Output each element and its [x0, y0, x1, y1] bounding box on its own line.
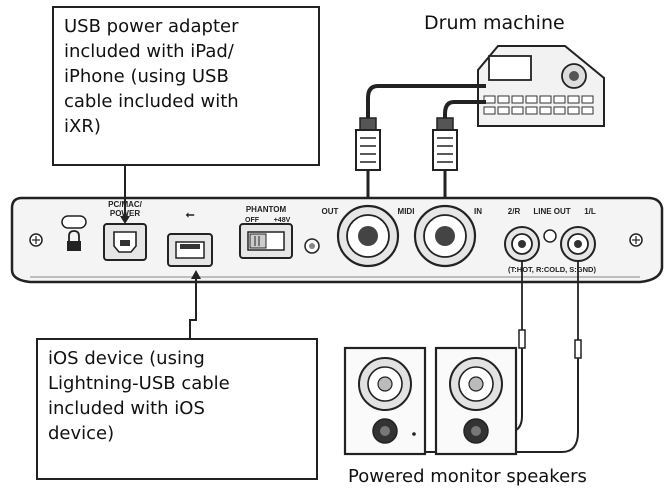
- ios-device-callout-line: iOS device (using: [48, 348, 205, 369]
- panel-label-1l: 1/L: [584, 207, 596, 216]
- usb-power-callout-line: iPhone (using USB: [64, 66, 229, 87]
- panel-label-out: OUT: [322, 207, 339, 216]
- panel-label-2r: 2/R: [508, 207, 521, 216]
- security-slot: [61, 215, 87, 229]
- usb-power-callout-line: cable included with: [64, 91, 239, 112]
- usb-power-callout-line: USB power adapter: [64, 16, 239, 37]
- ios-device-callout: iOS device (using Lightning-USB cable in…: [36, 338, 318, 480]
- usb-power-callout-line: iXR): [64, 116, 101, 137]
- usb-b-power-port: [103, 223, 147, 261]
- interface-rear-panel: PC/MAC/ POWER ⭠ PHANTOM OFF +48V OUT MID…: [10, 196, 664, 284]
- midi-in-din-port: [413, 204, 477, 268]
- ios-device-leader: [189, 270, 201, 338]
- drum-machine-display: [488, 55, 532, 81]
- midi-out-din-port: [336, 204, 400, 268]
- panel-label-48v: +48V: [274, 217, 291, 224]
- usb-a-ios-port: [167, 233, 213, 267]
- panel-label-phantom: PHANTOM: [246, 205, 287, 214]
- screw-left: [29, 233, 43, 247]
- screw-right: [629, 233, 643, 247]
- panel-label-off: OFF: [245, 217, 260, 224]
- ios-device-callout-line: device): [48, 423, 115, 444]
- drum-machine-pads: [483, 95, 594, 115]
- panel-label-midi: MIDI: [398, 207, 415, 216]
- speaker-left: [343, 346, 427, 456]
- phantom-led: [304, 238, 320, 254]
- usb-power-leader: [120, 166, 130, 224]
- line-out-1l-jack: [560, 226, 596, 262]
- usb-power-callout-line: included with iPad/: [64, 41, 234, 62]
- ios-device-callout-line: included with iOS: [48, 398, 205, 419]
- midi-out-plug: [355, 117, 381, 222]
- usb-power-callout: USB power adapter included with iPad/ iP…: [52, 6, 320, 166]
- panel-label-line-out: LINE OUT: [533, 207, 570, 216]
- drum-machine-device: [477, 45, 605, 127]
- phantom-switch: [239, 223, 293, 259]
- ios-device-callout-line: Lightning-USB cable: [48, 373, 230, 394]
- line-out-2r-jack: [504, 226, 540, 262]
- panel-label-line-out-spec: (T:HOT, R:COLD, S:GND): [508, 265, 596, 274]
- line-out-center-screw: [543, 229, 557, 243]
- speaker-right: [434, 346, 518, 456]
- midi-cables: [366, 84, 486, 118]
- usb-symbol-icon: ⭠: [186, 209, 195, 221]
- monitor-speakers-label: Powered monitor speakers: [348, 466, 587, 487]
- panel-label-in: IN: [474, 207, 482, 216]
- lock-icon: [67, 230, 81, 251]
- drum-machine-label: Drum machine: [424, 12, 565, 34]
